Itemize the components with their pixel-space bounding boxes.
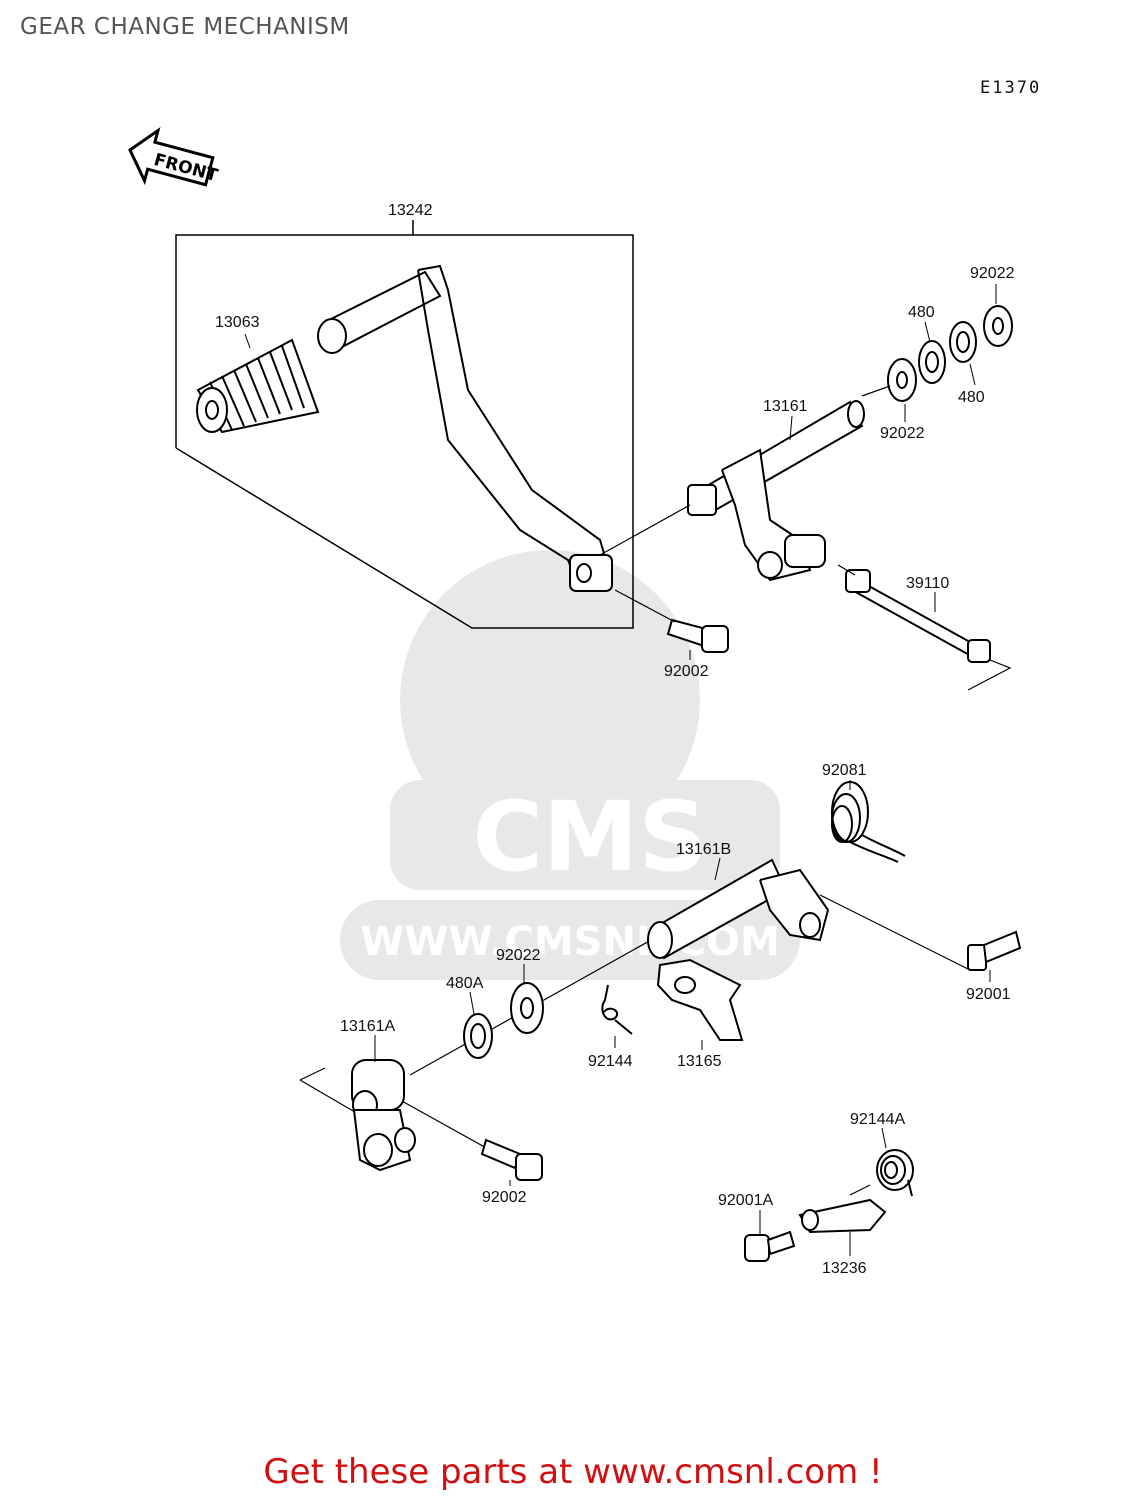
- part-13236-lever: [798, 1198, 887, 1234]
- part-13161B-shift-shaft-arm: [647, 858, 830, 960]
- front-arrow-icon: FRONT: [128, 127, 220, 187]
- part-92081-return-spring: [831, 781, 906, 863]
- part-39110-tie-rod: [845, 569, 991, 664]
- watermark-big-text: CMS: [472, 781, 707, 893]
- label-13165: 13165: [677, 1053, 722, 1070]
- label-39110: 39110: [906, 575, 949, 592]
- label-13161B: 13161B: [676, 841, 731, 858]
- watermark: CMS WWW.CMSNL.COM: [340, 550, 800, 980]
- part-92144-small-spring: [601, 984, 633, 1035]
- watermark-mascot-head: [400, 550, 700, 850]
- label-92001: 92001: [966, 986, 1011, 1003]
- label-92002-upper: 92002: [664, 663, 709, 680]
- guide-lines: [299, 385, 1012, 1196]
- label-92022-low: 92022: [496, 947, 541, 964]
- page-title: GEAR CHANGE MECHANISM: [20, 14, 350, 40]
- label-92001A: 92001A: [718, 1192, 773, 1209]
- label-92144: 92144: [588, 1053, 633, 1070]
- label-480-upper: 480: [908, 304, 935, 321]
- label-13242: 13242: [388, 202, 433, 219]
- leader-lines: [244, 284, 997, 1256]
- label-92022-mid: 92022: [880, 425, 925, 442]
- part-92001-pin: [967, 930, 1022, 971]
- assembly-bracket-13242: [175, 220, 634, 629]
- label-92081: 92081: [822, 762, 867, 779]
- part-92002-bolt-lower: [480, 1138, 543, 1181]
- part-13063-footpeg-rubber: [196, 338, 320, 434]
- label-92002-lower: 92002: [482, 1189, 527, 1206]
- label-13236: 13236: [822, 1260, 867, 1277]
- label-13063: 13063: [215, 314, 260, 331]
- washers-group-upper: [887, 305, 1013, 402]
- part-13165-plate: [656, 958, 744, 1041]
- label-480A: 480A: [446, 975, 484, 992]
- part-13242-shift-pedal: [317, 264, 614, 592]
- part-13161A-lower-arm: [351, 1059, 416, 1172]
- washers-group-lower: [463, 982, 544, 1059]
- label-13161: 13161: [763, 398, 808, 415]
- watermark-logo-block: [390, 780, 780, 890]
- promo-link[interactable]: Get these parts at www.cmsnl.com !: [263, 1452, 883, 1492]
- part-13161-shift-shaft: [687, 400, 865, 582]
- label-92144A: 92144A: [850, 1111, 905, 1128]
- label-480-lower: 480: [958, 389, 985, 406]
- part-92001A-bolt: [744, 1230, 796, 1262]
- part-92144A-spring: [876, 1149, 914, 1197]
- label-92022-top: 92022: [970, 265, 1015, 282]
- diagram-reference-code: E1370: [980, 78, 1042, 98]
- part-labels: 13242 13063 92022 480 480 92022 13161 39…: [215, 202, 1015, 1277]
- part-92002-bolt-upper: [666, 618, 729, 653]
- label-13161A: 13161A: [340, 1018, 395, 1035]
